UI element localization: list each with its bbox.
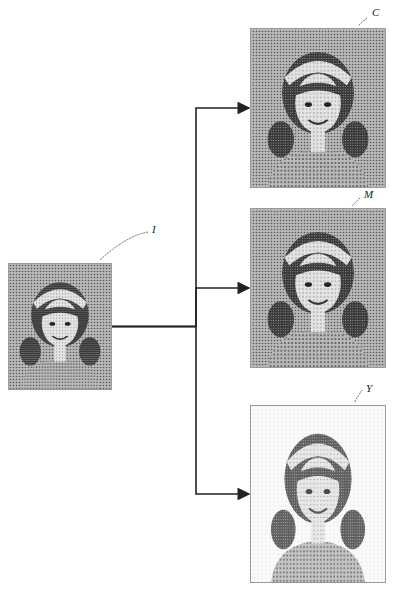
arrow-connector <box>112 288 249 327</box>
reference-label: M <box>363 189 374 200</box>
input-image: I <box>8 263 112 390</box>
cyan-image: C <box>250 28 386 188</box>
arrow-connector <box>112 108 249 327</box>
yellow-image: Y <box>250 405 386 583</box>
arrow-connector <box>112 327 249 495</box>
reference-label: I <box>151 224 157 235</box>
magenta-image: M <box>250 208 386 368</box>
reference-label: Y <box>365 383 373 394</box>
reference-label: C <box>371 7 380 18</box>
